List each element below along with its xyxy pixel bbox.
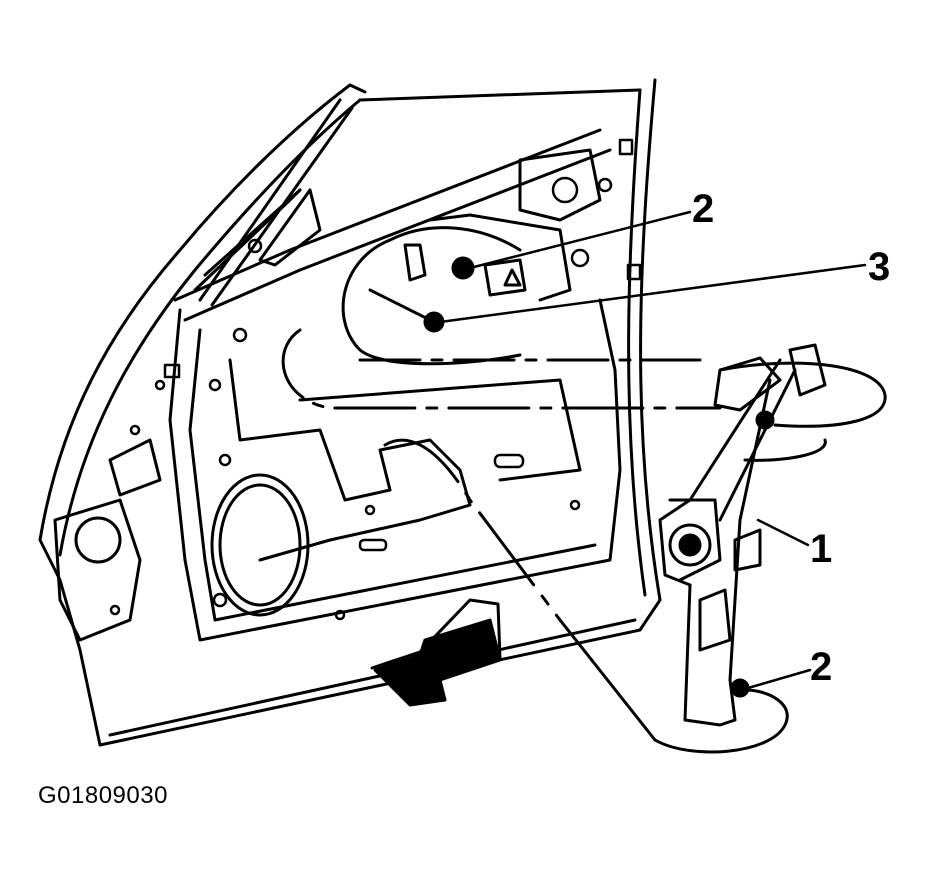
window-regulator [658,343,827,727]
upper-fasteners [368,243,527,333]
figure-id: G01809030 [38,782,168,809]
lower-leader [383,438,789,754]
callout-lower-nut: 2 [810,645,832,689]
inner-panel [168,148,622,642]
regulator-detail-bubble [718,361,887,462]
speaker-opening [210,473,310,617]
window-channel [198,98,354,307]
callout-bolt: 3 [868,245,890,289]
panel-holes [109,138,642,621]
front-arrow-icon [370,598,502,707]
hinge-pocket [53,438,162,642]
upper-detail-bubble [281,226,722,410]
callout-upper-nut: 2 [692,187,714,231]
callout-leaders [438,210,867,690]
callout-regulator: 1 [810,527,832,571]
